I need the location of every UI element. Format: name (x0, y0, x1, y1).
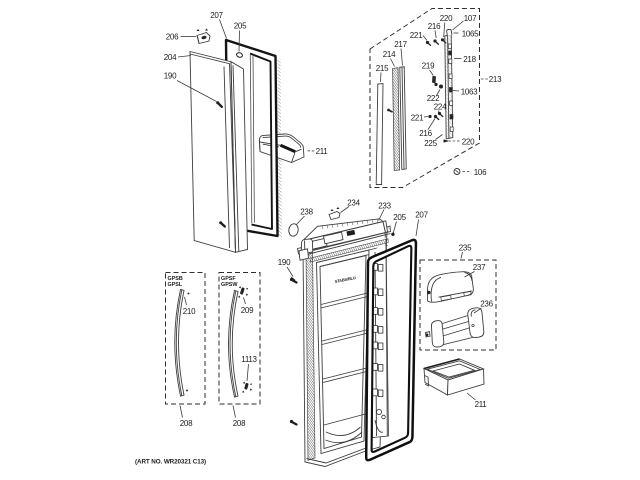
svg-text:190: 190 (164, 72, 177, 81)
svg-text:211: 211 (475, 400, 488, 409)
svg-text:216: 216 (419, 129, 432, 138)
svg-text:208: 208 (233, 419, 246, 428)
svg-text:(ART NO. WR20321 C13): (ART NO. WR20321 C13) (135, 459, 206, 466)
svg-text:225: 225 (424, 139, 437, 148)
svg-text:GPSL: GPSL (168, 282, 183, 288)
svg-text:GPSW: GPSW (221, 282, 238, 288)
svg-text:1063: 1063 (461, 88, 478, 97)
svg-text:GPSB: GPSB (168, 276, 183, 282)
svg-text:233: 233 (378, 202, 391, 211)
svg-text:211: 211 (316, 147, 329, 156)
svg-text:205: 205 (234, 22, 247, 31)
svg-text:220: 220 (462, 138, 475, 147)
svg-text:236: 236 (480, 300, 493, 309)
svg-text:107: 107 (464, 14, 477, 23)
svg-text:206: 206 (166, 33, 179, 42)
svg-text:234: 234 (347, 199, 360, 208)
svg-text:217: 217 (394, 40, 407, 49)
svg-text:106: 106 (474, 168, 487, 177)
svg-text:204: 204 (164, 53, 177, 62)
svg-text:215: 215 (376, 64, 389, 73)
svg-text:220: 220 (440, 14, 453, 23)
svg-text:208: 208 (180, 419, 193, 428)
svg-text:235: 235 (459, 244, 472, 253)
svg-text:221: 221 (410, 31, 423, 40)
svg-text:210: 210 (183, 307, 196, 316)
svg-text:GPSF: GPSF (221, 276, 236, 282)
svg-text:207: 207 (210, 11, 223, 20)
svg-text:1113: 1113 (241, 355, 257, 364)
svg-text:218: 218 (463, 55, 476, 64)
svg-text:1065: 1065 (462, 30, 479, 39)
svg-text:205: 205 (393, 213, 406, 222)
svg-text:224: 224 (434, 103, 447, 112)
svg-text:190: 190 (278, 258, 291, 267)
svg-text:STABS/BLU: STABS/BLU (334, 275, 356, 284)
svg-text:221: 221 (411, 114, 424, 123)
svg-text:219: 219 (422, 62, 435, 71)
svg-text:216: 216 (428, 22, 441, 31)
svg-text:222: 222 (427, 94, 440, 103)
svg-text:237: 237 (473, 263, 486, 272)
svg-text:207: 207 (415, 211, 428, 220)
svg-text:213: 213 (489, 75, 502, 84)
svg-text:238: 238 (300, 208, 313, 217)
svg-text:209: 209 (241, 306, 254, 315)
svg-text:214: 214 (383, 50, 396, 59)
